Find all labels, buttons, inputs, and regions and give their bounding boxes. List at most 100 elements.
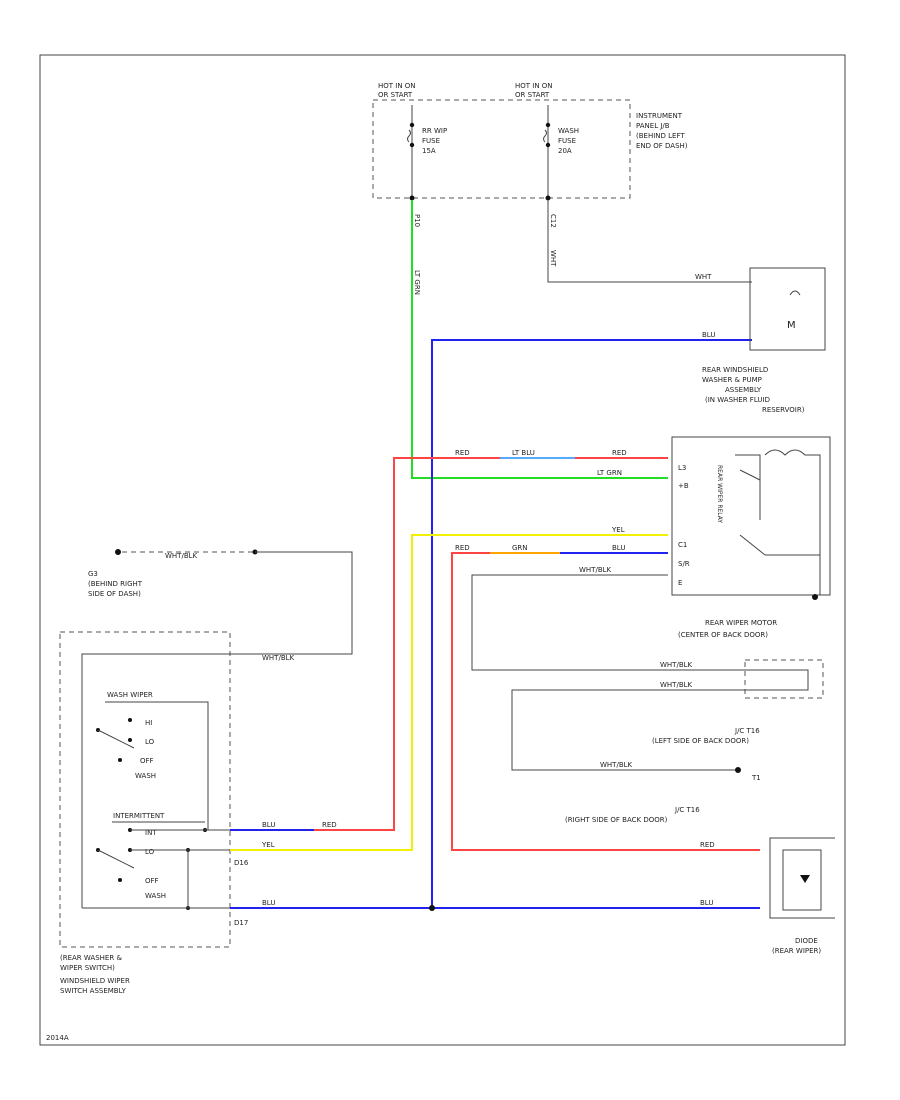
int-pos-lo: LO: [145, 848, 155, 856]
label-blu-pump: BLU: [702, 331, 715, 339]
motor-pin-c1: C1: [678, 541, 687, 549]
hot-label-2a: HOT IN ON: [515, 82, 553, 90]
jb-location-2: PANEL J/B: [636, 122, 670, 130]
wash-pos-hi: HI: [145, 719, 152, 727]
wash-wiper-frame: [105, 701, 209, 830]
switch-internal-ground: [81, 653, 230, 908]
jc2-title: J/C T16: [674, 806, 700, 814]
assembly-name-1: WINDSHIELD WIPER: [60, 977, 130, 985]
fuse1-name: RR WIP: [422, 127, 447, 135]
label-wht-blk-jc1: WHT/BLK: [660, 661, 693, 669]
motor-label-1: REAR WIPER MOTOR: [705, 619, 777, 627]
int-pos-int: INT: [145, 829, 157, 837]
wash-switch-contacts: [96, 718, 135, 762]
label-blu-sw: BLU: [262, 821, 275, 829]
washer-pump-box: [749, 267, 826, 351]
wash-wiper-label: WASH WIPER: [107, 691, 153, 699]
label-wht-blk-switch: WHT/BLK: [262, 654, 295, 662]
label-red-sw: RED: [322, 821, 337, 829]
jc1-location: (LEFT SIDE OF BACK DOOR): [652, 737, 749, 745]
wire-blu-pump: [431, 339, 752, 908]
assembly-name-2: SWITCH ASSEMBLY: [60, 987, 127, 995]
diagram-border: [39, 54, 846, 1046]
t1-ground-dot: [735, 767, 741, 773]
int-switch-contacts: [82, 828, 230, 910]
diode-label-1: DIODE: [795, 937, 818, 945]
wash-pos-lo: LO: [145, 738, 155, 746]
blu-splice-dot: [429, 905, 435, 911]
motor-pin-b: +B: [678, 482, 689, 490]
wire-red-l3: [314, 457, 668, 831]
label-yel-sw: YEL: [261, 841, 275, 849]
motor-pin-sr: S/R: [678, 560, 690, 568]
label-wht: WHT: [695, 273, 712, 281]
diode-box: [769, 837, 835, 919]
label-wht-blk-jc3: WHT/BLK: [600, 761, 633, 769]
wire-lt-grn: [411, 200, 668, 479]
int-label: INTERMITTENT: [113, 812, 165, 820]
wash-pos-wash: WASH: [135, 772, 156, 780]
label-grn: GRN: [512, 544, 528, 552]
diode-symbol: [800, 875, 810, 883]
fuse2-name: WASH: [558, 127, 579, 135]
connector-d16: D16: [234, 859, 249, 867]
fuse-rr-wip: [407, 105, 415, 198]
label-blu-diode: BLU: [700, 899, 713, 907]
motor-pin-l3: L3: [678, 464, 686, 472]
wire-wht-blk-motor: [471, 574, 752, 671]
jc1-box: [744, 659, 824, 699]
label-lt-grn: LT GRN: [597, 469, 622, 477]
diode-element: [782, 849, 822, 911]
footer-code: 2014A: [46, 1034, 69, 1042]
motor-pin-e: E: [678, 579, 682, 587]
label-yel: YEL: [611, 526, 625, 534]
label-red1: RED: [455, 449, 470, 457]
pin-p10: P10: [413, 214, 421, 227]
g3-location-1: (BEHIND RIGHT: [88, 580, 143, 588]
jb-location-1: INSTRUMENT: [636, 112, 683, 120]
g3-location-2: SIDE OF DASH): [88, 590, 141, 598]
hot-label-2b: OR START: [515, 91, 550, 99]
wire-wht-blk-jc: [511, 689, 752, 771]
diode-label-2: (REAR WIPER): [772, 947, 821, 955]
fuse-wash: [543, 105, 551, 198]
fuse1-fuse: FUSE: [422, 137, 440, 145]
label-wht-blk-jc2: WHT/BLK: [660, 681, 693, 689]
label-wht-vert: WHT: [549, 250, 557, 267]
wiper-switch-assembly-box: [59, 631, 231, 948]
pump-label-2: WASHER & PUMP: [702, 376, 762, 384]
label-blu-motor: BLU: [612, 544, 625, 552]
motor-internal-circuit: [735, 449, 821, 595]
label-blu-bottom: BLU: [262, 899, 275, 907]
connector-d17: D17: [234, 919, 248, 927]
jb-location-4: END OF DASH): [636, 142, 688, 150]
jb-location-3: (BEHIND LEFT: [636, 132, 685, 140]
int-pos-wash: WASH: [145, 892, 166, 900]
motor-ground-dot: [812, 594, 818, 600]
pump-label-1: REAR WINDSHIELD: [702, 366, 768, 374]
switch-name-2: WIPER SWITCH): [60, 964, 115, 972]
wire-red-diode: [451, 552, 760, 851]
label-red2: RED: [612, 449, 627, 457]
hot-label-1a: HOT IN ON: [378, 82, 416, 90]
wire-yel: [240, 534, 668, 851]
label-wht-blk-motor: WHT/BLK: [579, 566, 612, 574]
pump-motor-icon: M: [787, 320, 796, 331]
jc1-title: J/C T16: [734, 727, 760, 735]
instrument-panel-jb-box: [372, 99, 631, 199]
pin-c12: C12: [549, 214, 557, 228]
fuse2-rating: 20A: [558, 147, 572, 155]
pin-dot-p10: [409, 195, 415, 201]
label-red3: RED: [455, 544, 470, 552]
motor-internal-label: REAR WIPER RELAY: [716, 465, 723, 523]
label-lt-grn-vert: LT GRN: [413, 270, 421, 295]
pump-label-4: (IN WASHER FLUID: [705, 396, 770, 404]
jc2-location: (RIGHT SIDE OF BACK DOOR): [565, 816, 668, 824]
pin-dot-c12: [545, 195, 551, 201]
wire-wht-pump: [547, 200, 752, 283]
label-red-diode: RED: [700, 841, 715, 849]
g3-id: G3: [88, 570, 98, 578]
hot-label-1b: OR START: [378, 91, 413, 99]
pump-symbol-top: [789, 290, 801, 296]
